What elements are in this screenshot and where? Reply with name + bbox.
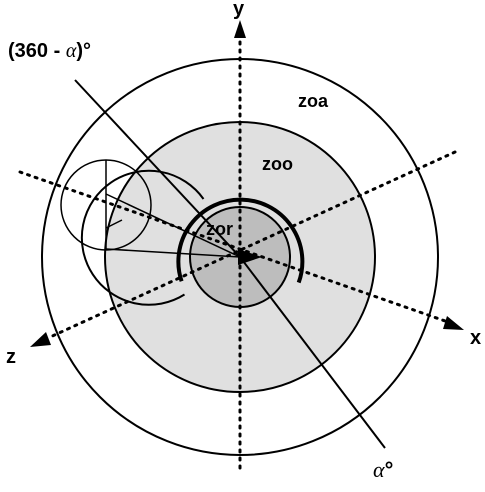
x-axis-arrowhead: [443, 316, 464, 330]
blind-zone-arc-inner: [80, 169, 205, 306]
complement-angle-prefix: (360 -: [8, 40, 66, 62]
complement-angle-line: [74, 79, 241, 258]
blind-zone-arc: [176, 197, 305, 284]
y-axis-arrowhead: [234, 20, 246, 38]
x-axis-label: x: [470, 327, 481, 349]
complement-angle-symbol: α: [66, 40, 77, 62]
heading-arrowhead: [238, 249, 262, 265]
z-axis-line: [46, 150, 457, 340]
zone-of-repulsion-label: zor: [206, 219, 233, 239]
zone-of-attraction-label: zoa: [298, 91, 329, 111]
z-axis-label: z: [6, 346, 16, 368]
complement-angle-label: (360 - α)°: [8, 40, 91, 62]
y-axis-label: y: [233, 0, 245, 20]
zone-of-orientation-label: zoo: [262, 154, 293, 174]
alpha-angle-label: α°: [373, 457, 393, 482]
construction-diagonal: [105, 193, 241, 258]
x-axis-line: [18, 170, 450, 324]
construction-horizontal: [105, 248, 241, 258]
construction-tick: [105, 219, 123, 229]
alpha-angle-unit: °: [385, 457, 394, 482]
complement-angle-suffix: )°: [76, 40, 91, 62]
alpha-angle-line: [239, 256, 386, 449]
z-axis-arrowhead: [30, 332, 51, 347]
alpha-angle-symbol: α: [373, 457, 385, 482]
